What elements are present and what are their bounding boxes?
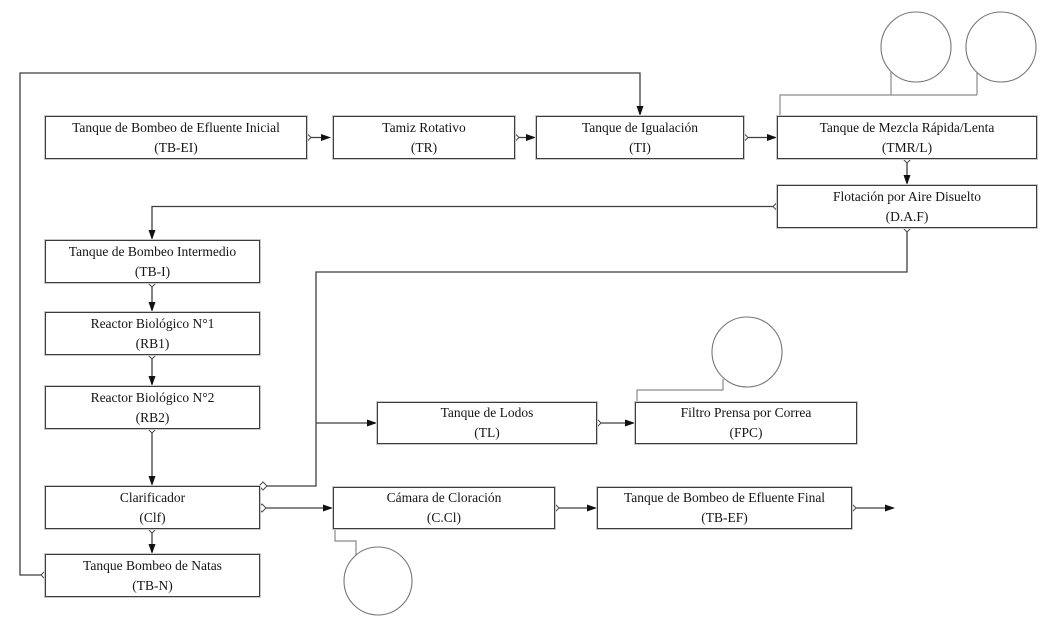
node-tb-ei: Tanque de Bombeo de Efluente Inicial (TB… [44,115,308,160]
node-tl: Tanque de Lodos (TL) [376,401,598,445]
node-label: Cámara de Cloración [386,490,502,506]
node-abbr: (RB2) [135,409,170,425]
node-label: Tamiz Rotativo [382,119,466,135]
node-fpc: Filtro Prensa por Correa (FPC) [634,401,858,445]
edge-ccl-to-circle [334,529,357,556]
node-abbr: (TMR/L) [881,139,933,155]
node-daf: Flotación por Aire Disuelto (D.A.F) [776,184,1038,229]
node-rb1: Reactor Biológico N°1 (RB1) [44,311,261,356]
node-label: Tanque de Bombeo de Efluente Final [623,490,826,506]
edge-circle-to-fpc [636,379,724,402]
node-tmrl: Tanque de Mezcla Rápida/Lenta (TMR/L) [776,115,1038,160]
node-abbr: (D.A.F) [885,208,929,224]
node-label: Tanque de Bombeo de Efluente Inicial [72,119,280,135]
edge-daf-clf-junction [263,228,908,487]
node-label: Clarificador [119,489,186,505]
node-tb-i: Tanque de Bombeo Intermedio (TB-I) [44,239,261,284]
node-label: Reactor Biológico N°1 [90,315,215,331]
circle-tank-icon-1 [880,11,952,83]
node-abbr: (TL) [474,425,500,440]
arrowheads [148,106,911,554]
node-ccl: Cámara de Cloración (C.Cl) [332,486,556,530]
node-abbr: (TB-EI) [154,139,198,155]
node-label: Filtro Prensa por Correa [680,405,812,421]
edge-daf-tbi [151,205,777,238]
node-abbr: (TR) [410,139,438,155]
node-label: Tanque de Igualación [581,119,698,135]
circle-tank-icon-4 [343,546,413,616]
node-label: Reactor Biológico N°2 [90,389,215,405]
node-abbr: (TB-N) [132,577,173,593]
node-abbr: (C.Cl) [426,510,462,525]
node-label: Tanque de Bombeo Intermedio [68,243,237,259]
node-label: Tanque de Mezcla Rápida/Lenta [819,119,995,135]
node-tr: Tamiz Rotativo (TR) [332,115,516,160]
node-tb-n: Tanque Bombeo de Natas (TB-N) [44,553,261,598]
node-abbr: (TB-I) [134,263,171,279]
node-ti: Tanque de Igualación (TI) [535,115,745,160]
node-label: Flotación por Aire Disuelto [832,188,982,204]
node-abbr: (Clf) [139,509,166,525]
edge-tbn-ti-recycle [19,72,641,576]
circle-tank-icon-2 [965,11,1037,83]
node-tb-ef: Tanque de Bombeo de Efluente Final (TB-E… [596,486,853,530]
node-abbr: (FPC) [729,425,763,440]
node-clf: Clarificador (Clf) [44,485,261,530]
node-abbr: (RB1) [135,335,170,351]
node-abbr: (TB-EF) [701,510,748,525]
circle-tank-icon-3 [711,316,783,388]
node-abbr: (TI) [629,139,651,155]
node-label: Tanque de Lodos [440,405,534,421]
edge-circles-to-tmrl [779,72,978,116]
node-label: Tanque Bombeo de Natas [83,557,222,573]
node-rb2: Reactor Biológico N°2 (RB2) [44,385,261,430]
